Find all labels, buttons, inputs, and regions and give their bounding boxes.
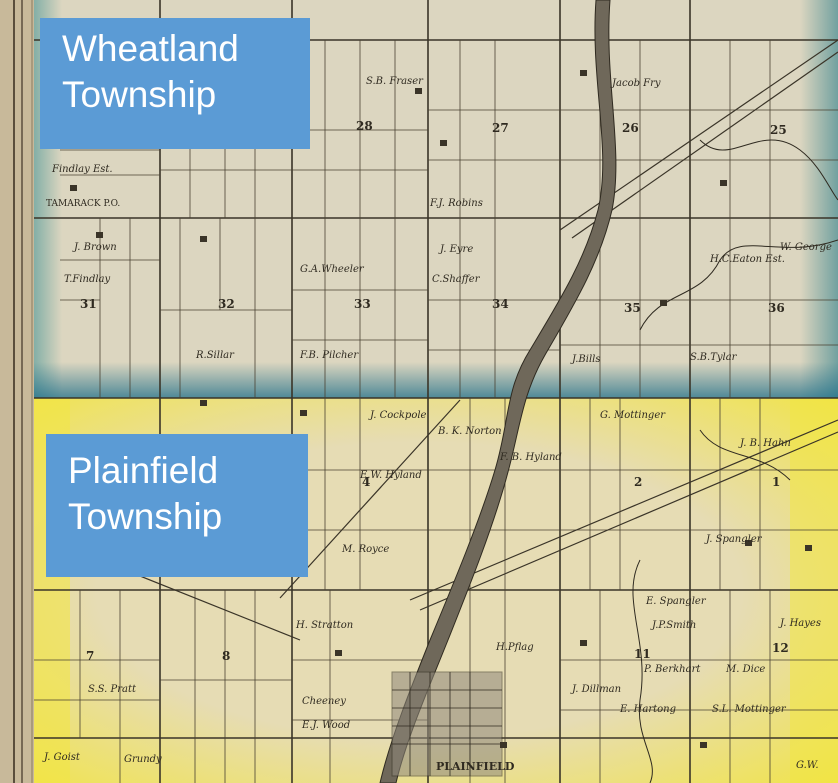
section-12: 12 <box>772 641 789 655</box>
label-t-findlay: T.Findlay <box>64 274 111 285</box>
label-g-mottinger: G. Mottinger <box>600 410 666 421</box>
section-34: 34 <box>492 297 509 311</box>
label-w-george: W. George <box>780 242 832 253</box>
label-fb-pilcher: F.B. Pilcher <box>299 350 359 361</box>
streams <box>632 139 838 783</box>
plainfield-township-label: Plainfield Township <box>46 434 308 577</box>
label-j-cockpole: J. Cockpole <box>368 410 427 421</box>
section-35: 35 <box>624 301 641 315</box>
label-ed-wood: E.J. Wood <box>301 720 350 731</box>
label-j-hayes: J. Hayes <box>778 618 821 629</box>
label-fb-hyland: F. B. Hyland <box>499 452 562 463</box>
teal-edge-bottom <box>30 362 838 398</box>
label-p-berkhart: P. Berkhart <box>643 664 701 675</box>
teal-edge-right <box>800 0 838 398</box>
label-m-dice: M. Dice <box>725 664 765 675</box>
label-hc-eaton: H.C.Eaton Est. <box>709 254 785 265</box>
label-ga-wheeler: G.A.Wheeler <box>300 264 365 275</box>
section-25: 25 <box>770 123 787 137</box>
section-31: 31 <box>80 297 97 311</box>
label-bk-norton: B. K. Norton <box>437 426 502 437</box>
section-7: 7 <box>86 649 94 663</box>
label-ew-hyland: E.W. Hyland <box>359 470 422 481</box>
label-gw: G.W. <box>796 760 819 771</box>
plainfield-village <box>391 671 503 777</box>
label-brown: J. Brown <box>72 242 117 253</box>
label-h-stratton: H. Stratton <box>295 620 353 631</box>
section-1: 1 <box>772 475 780 489</box>
label-j-goist: J. Goist <box>42 752 81 763</box>
label-cheeney: Cheeney <box>302 696 346 707</box>
label-r-sillar: R.Sillar <box>195 350 235 361</box>
label-fraser: S.B. Fraser <box>366 76 424 87</box>
label-e-hartong: E. Hartong <box>619 704 676 715</box>
label-ss-pratt: S.S. Pratt <box>88 684 137 695</box>
label-e-spangler: E. Spangler <box>645 596 707 607</box>
label-h-pflag: H.Pflag <box>495 642 534 653</box>
label-grundy: Grundy <box>124 754 162 765</box>
section-8: 8 <box>222 649 230 663</box>
section-28: 28 <box>356 119 373 133</box>
label-shaffer: C.Shaffer <box>432 274 481 285</box>
section-11: 11 <box>634 647 651 661</box>
plainfield-line2: Township <box>68 496 223 537</box>
label-findlay-est: Findlay Est. <box>51 164 113 175</box>
river <box>379 0 617 783</box>
label-spangler: J. Spangler <box>704 534 763 545</box>
label-jp-smith: J.P.Smith <box>650 620 696 631</box>
label-jacob-fry: Jacob Fry <box>610 78 661 89</box>
label-sb-tylar: S.B.Tylar <box>690 352 738 363</box>
wheatland-township-label: Wheatland Township <box>40 18 310 149</box>
binding-strip <box>0 0 34 783</box>
label-eyre: J. Eyre <box>438 244 473 255</box>
label-m-royce: M. Royce <box>341 544 389 555</box>
section-32: 32 <box>218 297 235 311</box>
plainfield-line1: Plainfield <box>68 450 219 491</box>
section-26: 26 <box>622 121 639 135</box>
farmstead-markers <box>70 70 812 748</box>
label-jb-hahn: J. B. Hahn <box>738 438 791 449</box>
owner-labels: TAMARACK P.O. PLAINFIELD Findlay Est. J.… <box>42 76 832 773</box>
label-plainfield-village: PLAINFIELD <box>436 760 515 773</box>
section-4: 4 <box>362 475 370 489</box>
section-33: 33 <box>354 297 371 311</box>
section-2: 2 <box>634 475 642 489</box>
label-j-bills: J.Bills <box>570 354 601 365</box>
section-numbers: 28 27 26 25 31 32 33 34 35 36 4 2 1 7 8 … <box>80 119 789 663</box>
label-dillman: J. Dillman <box>570 684 621 695</box>
parcel-lines <box>34 40 838 783</box>
wheatland-line2: Township <box>62 74 217 115</box>
wheatland-line1: Wheatland <box>62 28 239 69</box>
label-tamarack: TAMARACK P.O. <box>46 199 120 209</box>
section-36: 36 <box>768 301 785 315</box>
label-sl-mottinger: S.L. Mottinger <box>712 704 787 715</box>
label-fj-robins: F.J. Robins <box>429 198 483 209</box>
section-27: 27 <box>492 121 509 135</box>
